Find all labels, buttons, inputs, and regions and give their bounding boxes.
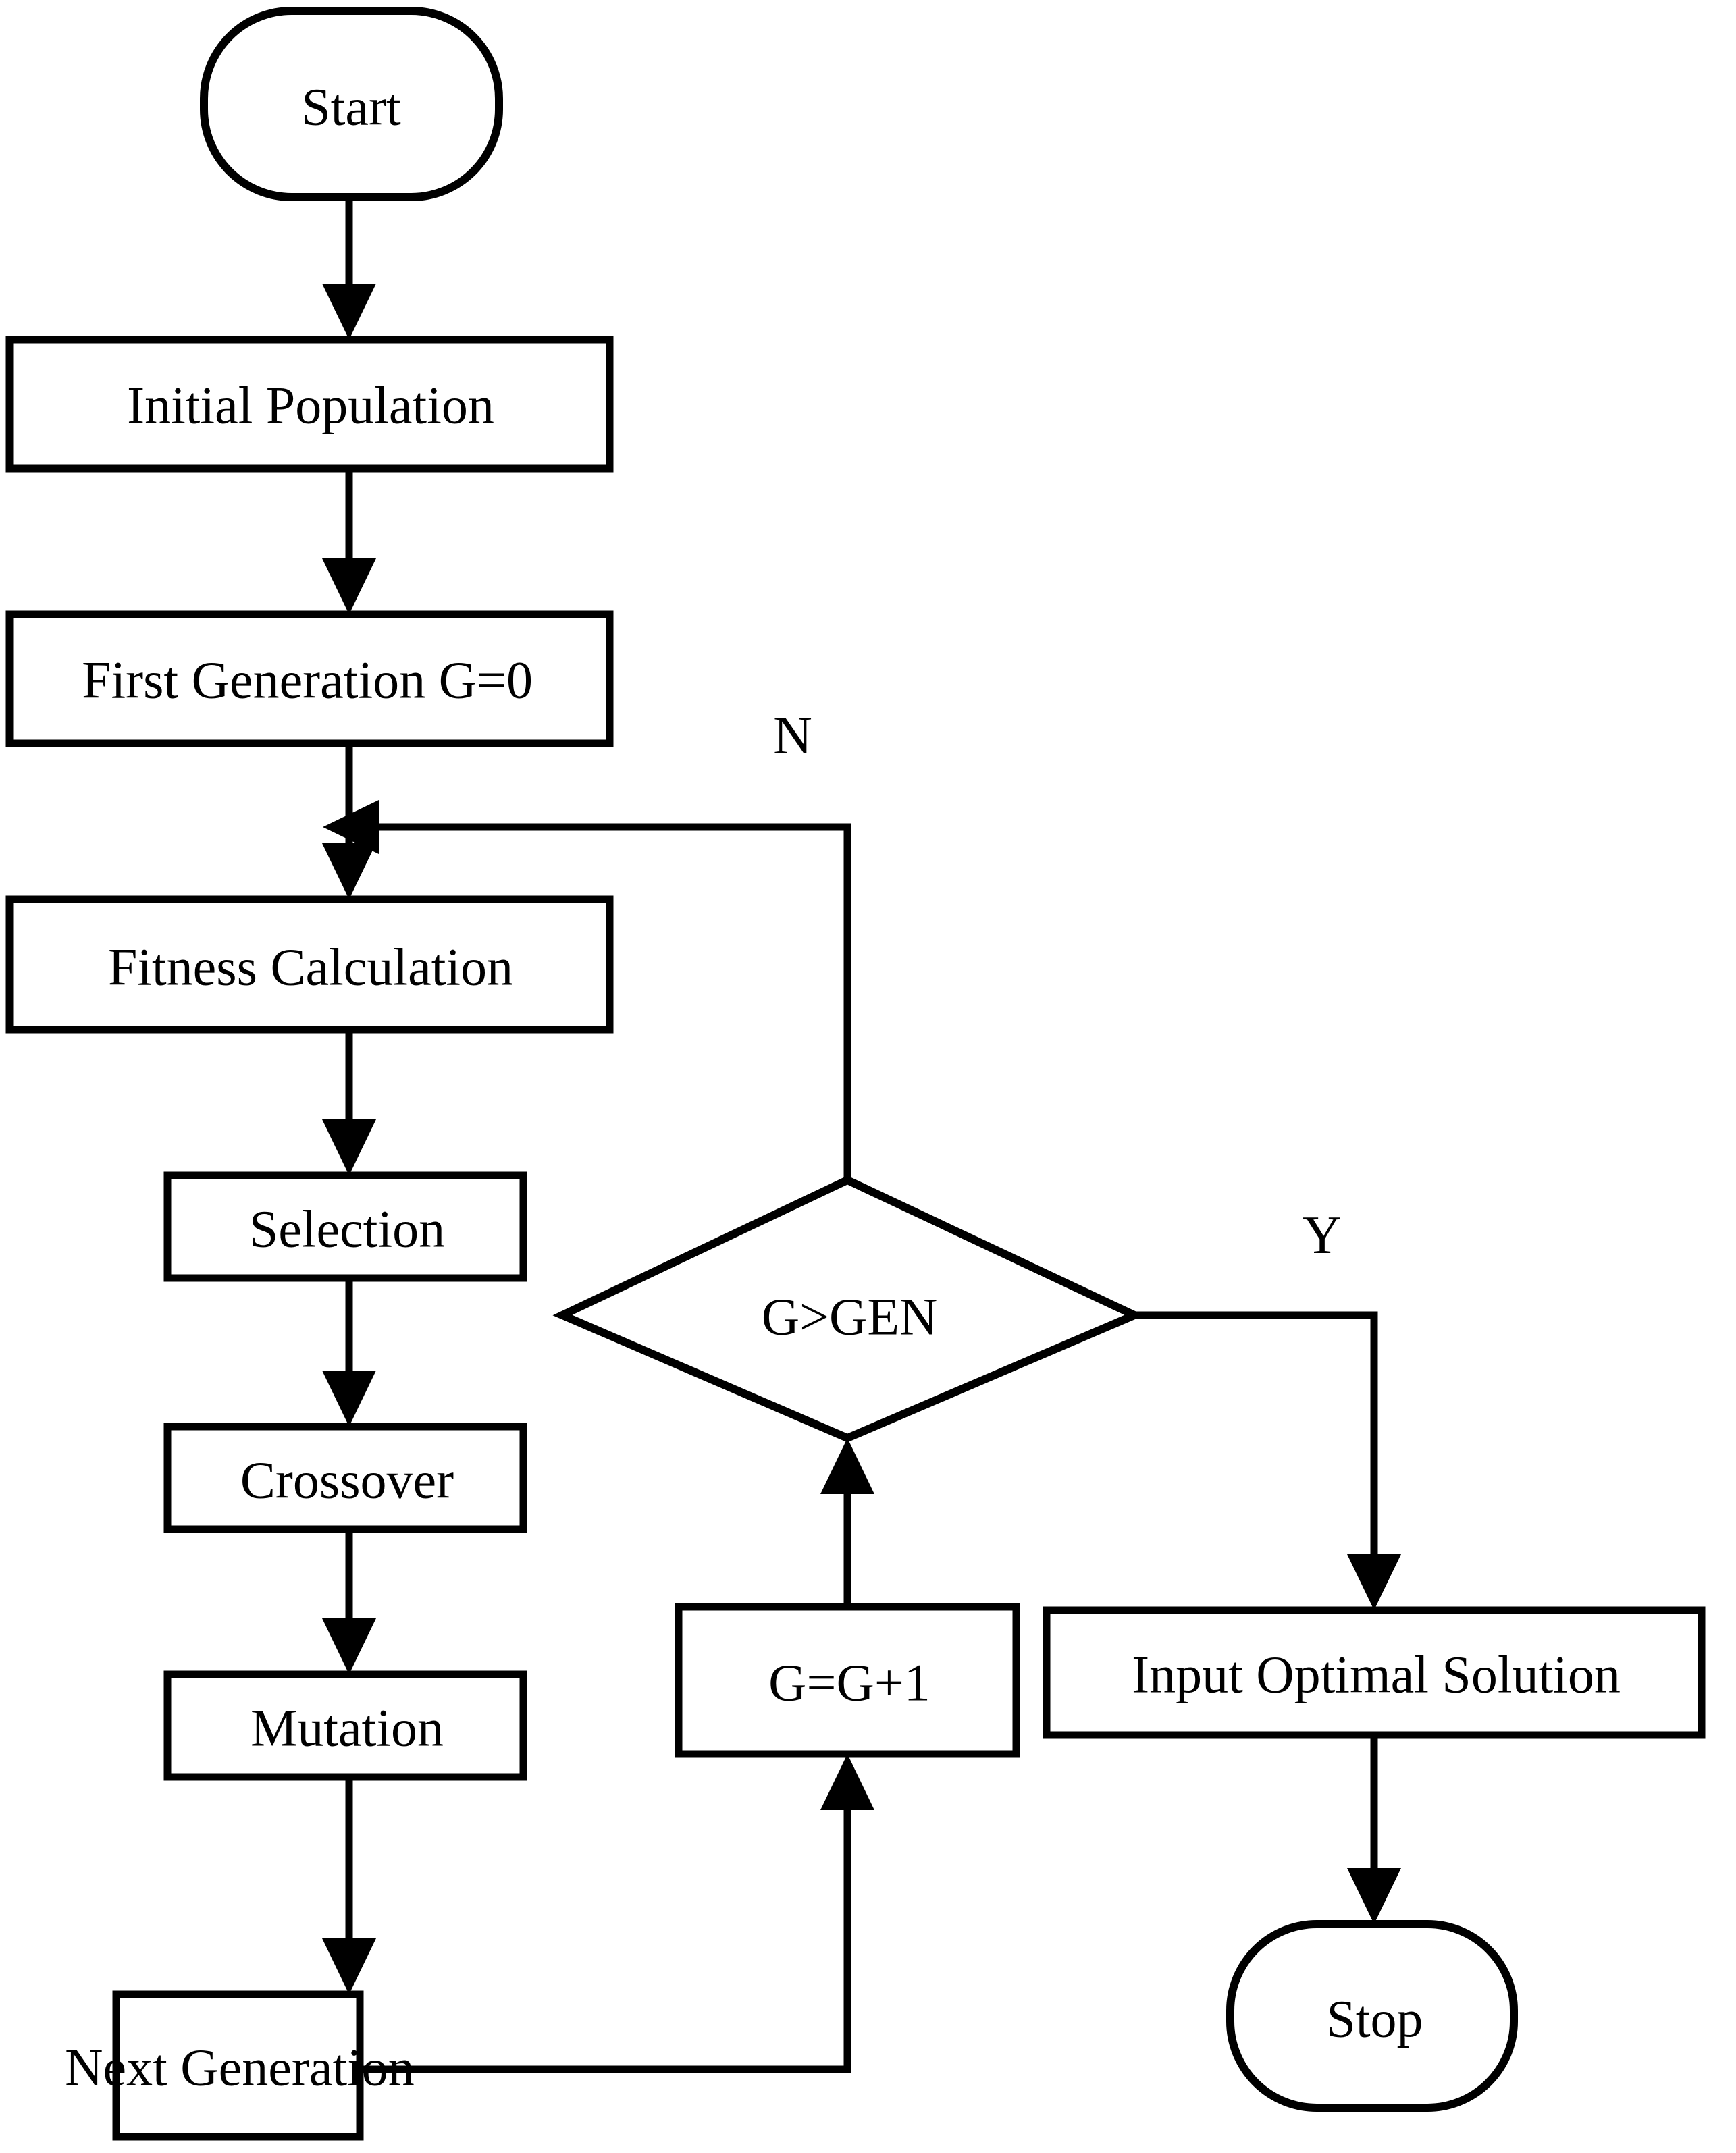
edge-mutation-to-next-generation xyxy=(322,1777,376,1994)
node-increment-label: G=G+1 xyxy=(768,1653,930,1712)
edge-next-generation-to-increment xyxy=(360,1754,874,2073)
node-decision-g-gt-gen[interactable]: G>GEN xyxy=(552,1175,1145,1443)
node-first-generation-label: First Generation G=0 xyxy=(82,651,533,710)
node-next-generation[interactable]: Next Generation xyxy=(65,1990,415,2141)
edge-start-to-initial-population xyxy=(322,197,376,340)
node-selection[interactable]: Selection xyxy=(163,1171,527,1282)
edge-selection-to-crossover xyxy=(322,1278,376,1427)
edge-decision-no-to-fitness-calculation xyxy=(323,800,851,1180)
edge-decision-yes-to-optimal-solution xyxy=(1134,1311,1401,1610)
node-input-optimal-solution-label: Input Optimal Solution xyxy=(1132,1645,1621,1704)
node-stop[interactable]: Stop xyxy=(1226,1920,1518,2112)
branch-label-no: N xyxy=(773,706,812,766)
node-increment-generation[interactable]: G=G+1 xyxy=(675,1603,1020,1758)
node-crossover[interactable]: Crossover xyxy=(163,1423,527,1533)
node-fitness-calculation[interactable]: Fitness Calculation xyxy=(5,895,614,1034)
node-fitness-calculation-label: Fitness Calculation xyxy=(108,938,513,996)
node-mutation[interactable]: Mutation xyxy=(163,1670,527,1781)
node-input-optimal-solution[interactable]: Input Optimal Solution xyxy=(1043,1606,1706,1739)
node-crossover-label: Crossover xyxy=(240,1451,454,1510)
edge-first-generation-to-fitness-calculation xyxy=(322,743,376,899)
node-initial-population-label: Initial Population xyxy=(127,376,494,435)
node-first-generation[interactable]: First Generation G=0 xyxy=(5,610,614,747)
edge-optimal-solution-to-stop xyxy=(1347,1735,1401,1924)
edge-initial-population-to-first-generation xyxy=(322,469,376,614)
node-start[interactable]: Start xyxy=(200,7,503,201)
node-start-label: Start xyxy=(301,78,401,136)
edge-increment-to-decision xyxy=(820,1438,874,1607)
branch-label-yes: Y xyxy=(1303,1206,1342,1265)
node-selection-label: Selection xyxy=(249,1200,445,1258)
edge-fitness-calculation-to-selection xyxy=(322,1030,376,1175)
node-stop-label: Stop xyxy=(1326,1990,1423,2048)
node-mutation-label: Mutation xyxy=(251,1699,444,1757)
edge-crossover-to-mutation xyxy=(322,1529,376,1674)
node-initial-population[interactable]: Initial Population xyxy=(5,336,614,473)
node-next-generation-label: Next Generation xyxy=(65,2038,415,2097)
node-decision-label: G>GEN xyxy=(762,1287,938,1346)
